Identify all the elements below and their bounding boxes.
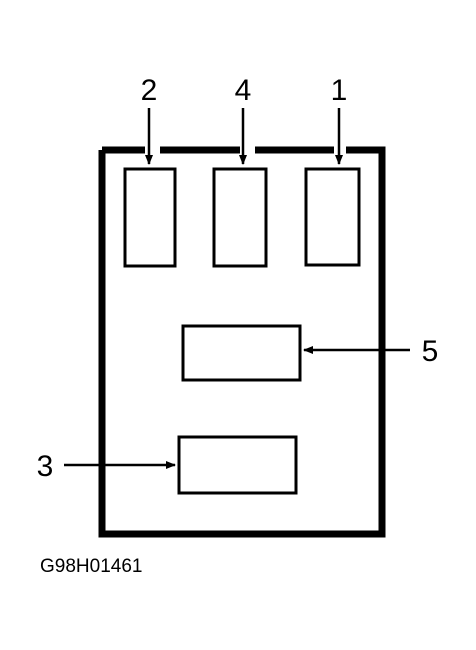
callout-label-2: 2 [141,74,158,107]
callout-label-1: 1 [331,74,348,107]
terminal-slot-5 [181,324,302,382]
terminal-slots [123,167,361,495]
terminal-slot-2 [123,167,177,268]
callout-label-4: 4 [235,74,252,107]
housing-outline [98,146,386,538]
terminal-slot-3 [177,435,298,495]
terminal-slot-1 [304,167,361,267]
callout-label-3: 3 [37,450,54,483]
callout-label-5: 5 [422,335,439,368]
callout-arrows [64,108,410,469]
figure-id: G98H01461 [40,556,142,577]
terminal-slot-4 [212,167,268,268]
